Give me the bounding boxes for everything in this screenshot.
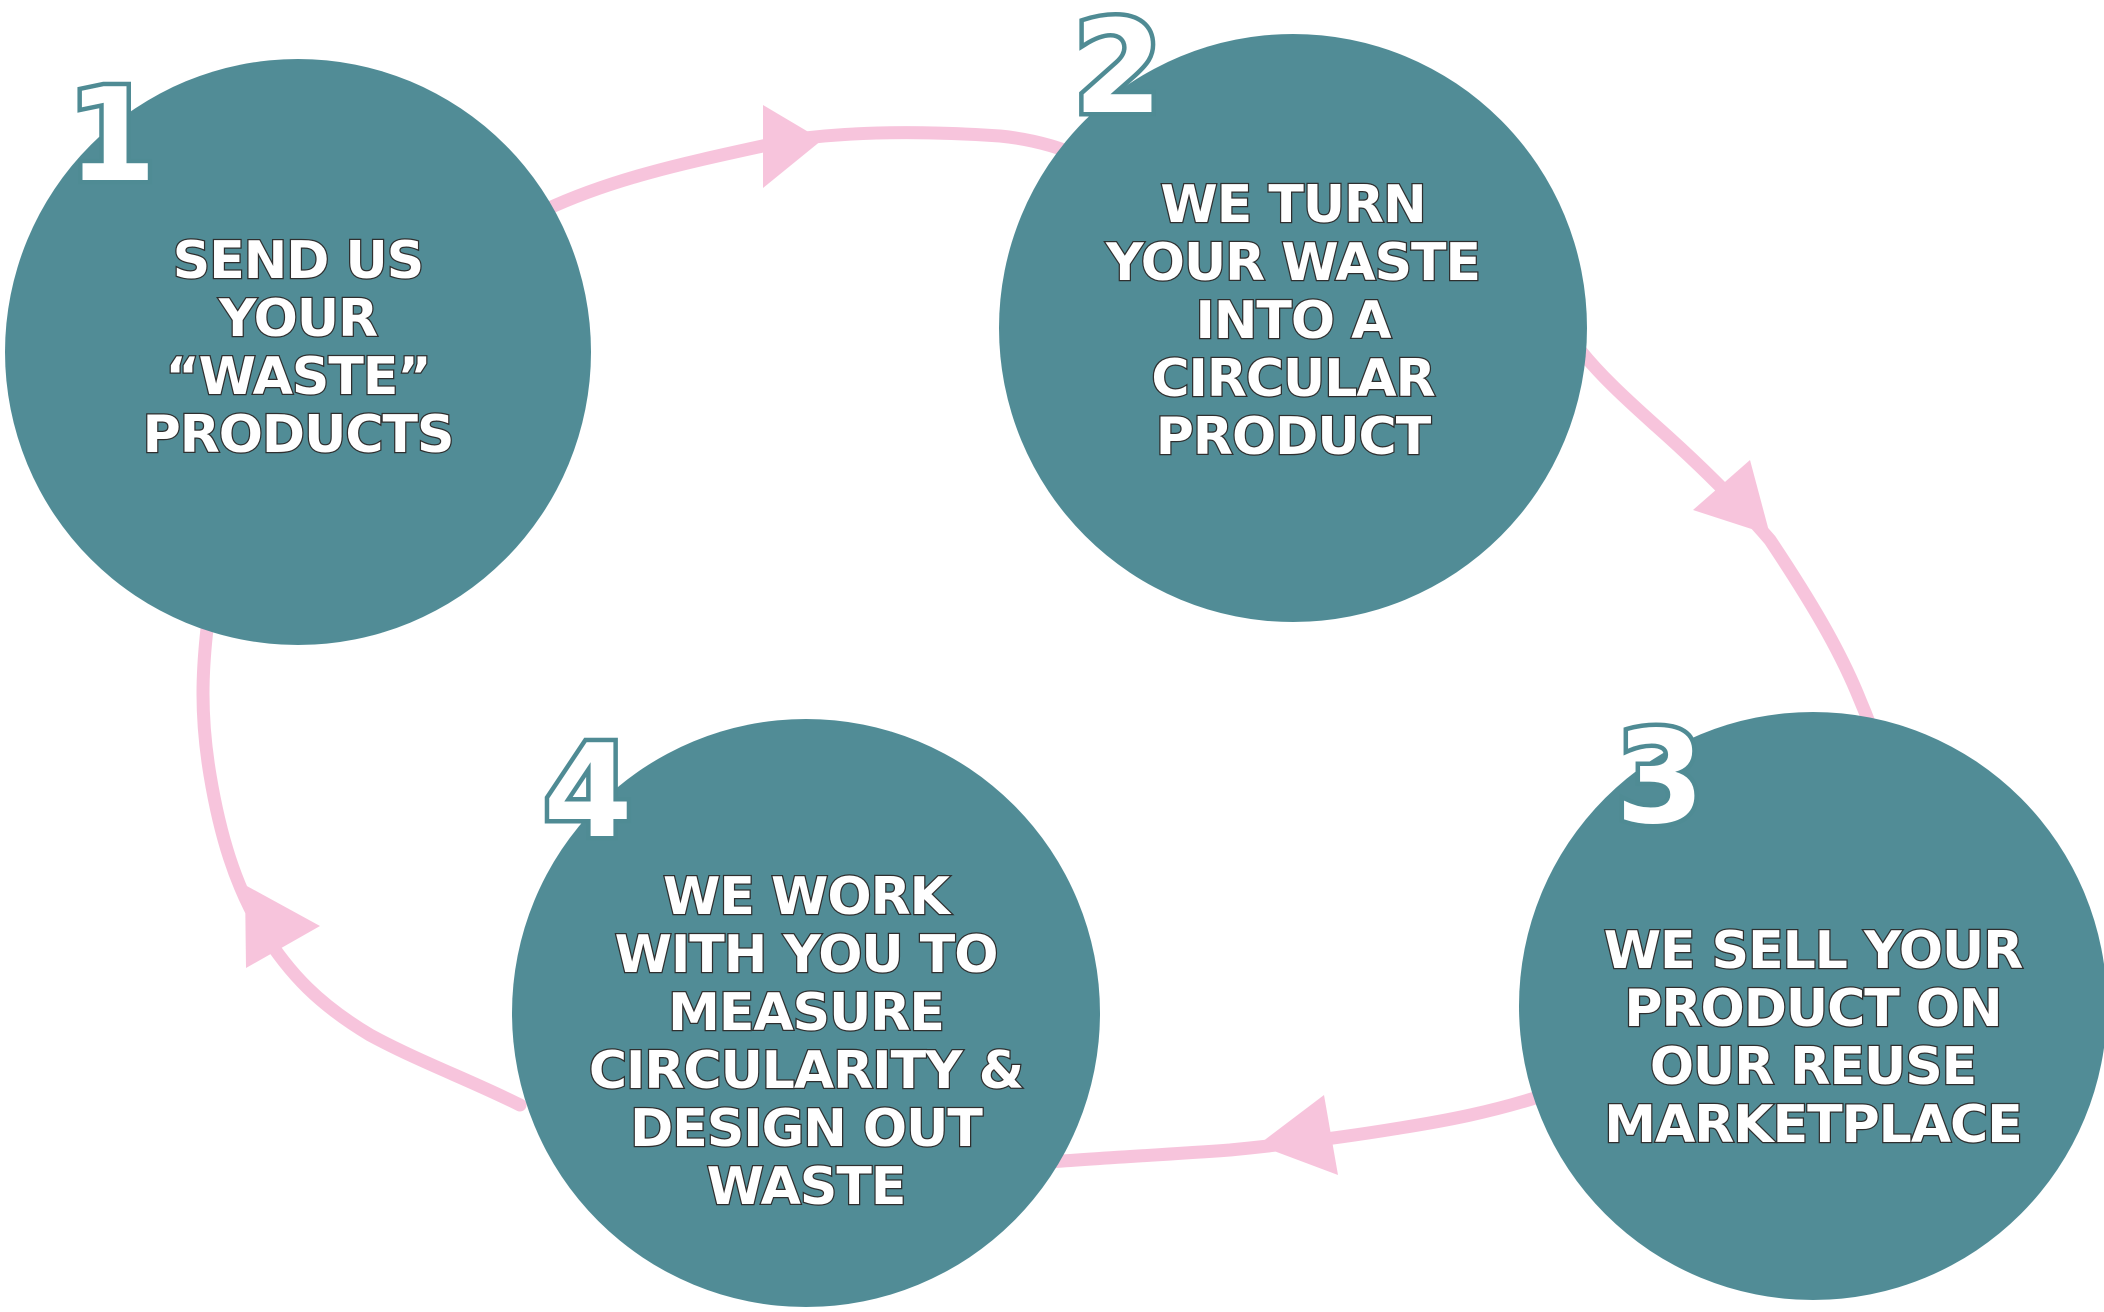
step-1-circle [5,59,591,645]
step-3-circle [1519,712,2104,1300]
step-2-label-line: INTO A [1196,291,1392,351]
step-1-label-line: “WASTE” [165,347,430,407]
connector-1-to-2 [538,126,1092,217]
step-1-label-line: PRODUCTS [143,405,454,465]
step-4-label-line: WE WORK [663,867,952,927]
step-1-label-line: SEND US [173,231,423,291]
step-4-label-line: MEASURE [668,983,944,1043]
step-2-label-line: WE TURN [1160,175,1425,235]
step-4-circle [512,719,1100,1307]
step-2-label-line: YOUR WASTE [1105,233,1480,293]
step-4-number: 4 [543,718,632,867]
connector-4-to-1 [196,613,527,1112]
step-2-circle [999,34,1587,622]
step-4-label-line: CIRCULARITY & [589,1041,1023,1101]
step-2-number: 2 [1073,0,1162,143]
step-3-number: 3 [1615,704,1704,853]
step-2-label-line: PRODUCT [1156,407,1432,467]
connector-2-to-3 [1573,343,1895,792]
arrowhead-3-to-4 [1258,1095,1338,1175]
step-4-label-line: DESIGN OUT [630,1099,983,1159]
step-3-label-line: PRODUCT ON [1624,979,2001,1039]
arrowhead-1-to-2 [763,105,822,188]
step-3-label-line: MARKETPLACE [1604,1095,2022,1155]
arrowhead-2-to-3 [1693,460,1770,535]
step-3-label-line: WE SELL YOUR [1604,921,2023,981]
step-3-label-line: OUR REUSE [1650,1037,1976,1097]
step-2-label-line: CIRCULAR [1151,349,1434,409]
connectors [196,105,1895,1175]
arrowhead-4-to-1 [245,885,320,968]
step-1-label-line: YOUR [218,289,377,349]
step-1-number: 1 [67,62,156,211]
step-4-label-line: WASTE [707,1157,906,1217]
step-4-label-line: WITH YOU TO [615,925,998,985]
